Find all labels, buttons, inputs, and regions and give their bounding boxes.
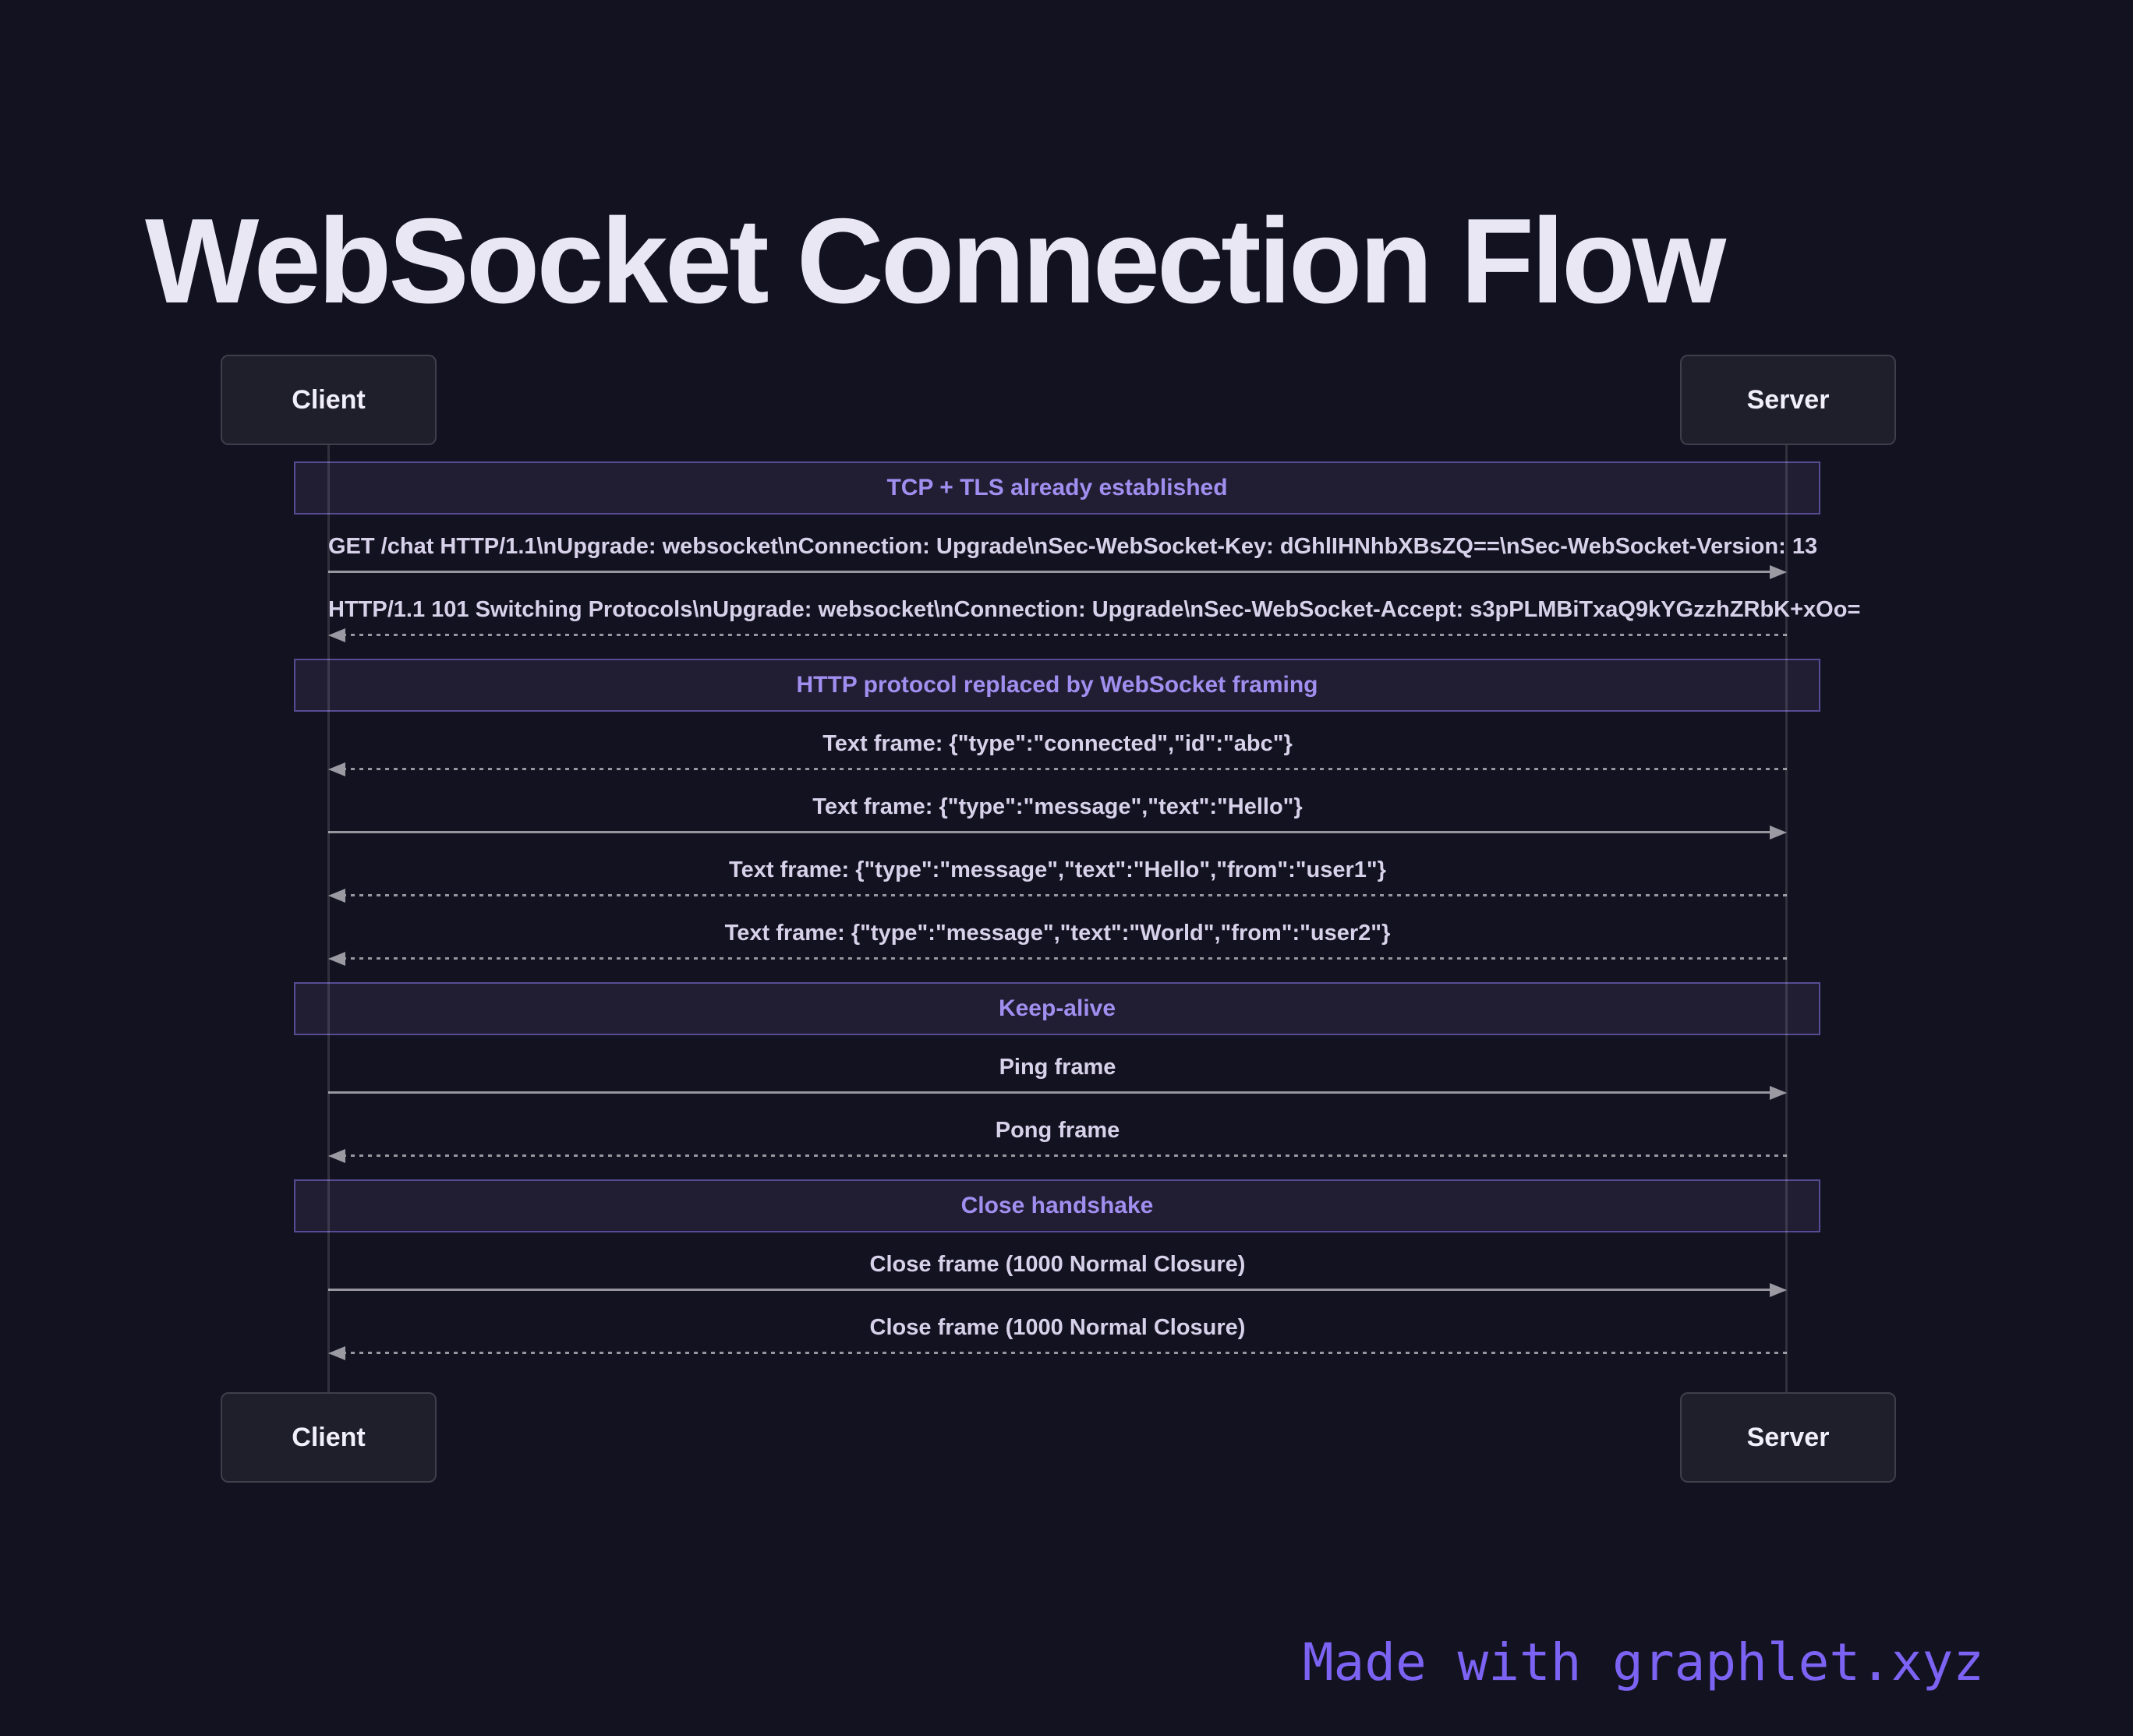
message-label: Text frame: {"type":"message","text":"Wo… <box>724 921 1391 946</box>
message-arrow-left <box>328 762 1787 776</box>
arrowhead-right-icon <box>1770 565 1787 579</box>
arrowhead-right-icon <box>1770 1283 1787 1297</box>
message-row: Text frame: {"type":"message","text":"Wo… <box>221 903 1896 966</box>
actor-client-bottom: Client <box>221 1392 437 1483</box>
message-arrow-right <box>328 1086 1787 1100</box>
message-row: Text frame: {"type":"message","text":"He… <box>221 840 1896 903</box>
section-banner: HTTP protocol replaced by WebSocket fram… <box>294 659 1820 712</box>
arrowhead-left-icon <box>328 628 345 642</box>
arrow-shaft <box>328 571 1773 573</box>
arrow-shaft <box>342 1352 1787 1354</box>
arrowhead-left-icon <box>328 762 345 776</box>
arrowhead-left-icon <box>328 952 345 966</box>
arrow-shaft <box>342 768 1787 770</box>
message-row: HTTP/1.1 101 Switching Protocols\nUpgrad… <box>221 579 1896 642</box>
section-banner: Keep-alive <box>294 982 1820 1035</box>
message-label: Text frame: {"type":"message","text":"He… <box>729 857 1386 882</box>
message-arrow-right <box>328 565 1787 579</box>
arrowhead-right-icon <box>1770 1086 1787 1100</box>
message-label: Ping frame <box>999 1055 1116 1080</box>
arrowhead-right-icon <box>1770 826 1787 840</box>
banner-row: Keep-alive <box>221 982 1896 1035</box>
message-row: Ping frame <box>221 1037 1896 1100</box>
message-row: GET /chat HTTP/1.1\nUpgrade: websocket\n… <box>221 516 1896 579</box>
graphlet-credit-link[interactable]: Made with graphlet.xyz <box>1302 1632 1984 1692</box>
message-arrow-left <box>328 889 1787 903</box>
banner-row: TCP + TLS already established <box>221 461 1896 514</box>
arrow-shaft <box>328 1289 1773 1291</box>
arrow-shaft <box>342 1154 1787 1157</box>
sequence-diagram: Client Server TCP + TLS already establis… <box>221 355 1896 1483</box>
server-lifeline <box>1785 445 1788 1392</box>
message-label: Pong frame <box>995 1118 1120 1143</box>
actor-client-top: Client <box>221 355 437 445</box>
actor-server-bottom: Server <box>1680 1392 1896 1483</box>
arrow-shaft <box>342 894 1787 896</box>
arrow-shaft <box>342 634 1787 636</box>
arrow-shaft <box>328 1091 1773 1094</box>
message-arrow-left <box>328 628 1787 642</box>
actor-row-bottom: Client Server <box>221 1392 1896 1483</box>
message-label: HTTP/1.1 101 Switching Protocols\nUpgrad… <box>328 597 1861 622</box>
section-banner: Close handshake <box>294 1179 1820 1232</box>
message-label: Close frame (1000 Normal Closure) <box>869 1252 1246 1277</box>
arrow-shaft <box>328 831 1773 833</box>
client-lifeline <box>327 445 330 1392</box>
message-label: Close frame (1000 Normal Closure) <box>869 1315 1246 1340</box>
message-label: Text frame: {"type":"message","text":"He… <box>812 794 1303 819</box>
arrow-shaft <box>342 957 1787 960</box>
message-arrow-left <box>328 1149 1787 1163</box>
message-row: Text frame: {"type":"message","text":"He… <box>221 776 1896 840</box>
message-row: Close frame (1000 Normal Closure) <box>221 1234 1896 1297</box>
page-title: WebSocket Connection Flow <box>145 193 1726 328</box>
message-label: Text frame: {"type":"connected","id":"ab… <box>822 731 1293 756</box>
message-label: GET /chat HTTP/1.1\nUpgrade: websocket\n… <box>328 534 1818 559</box>
arrowhead-left-icon <box>328 1149 345 1163</box>
actor-row-top: Client Server <box>221 355 1896 445</box>
arrowhead-left-icon <box>328 889 345 903</box>
message-arrow-left <box>328 952 1787 966</box>
actor-server-top: Server <box>1680 355 1896 445</box>
message-arrow-right <box>328 826 1787 840</box>
section-banner: TCP + TLS already established <box>294 461 1820 514</box>
banner-row: Close handshake <box>221 1179 1896 1232</box>
message-row: Close frame (1000 Normal Closure) <box>221 1297 1896 1360</box>
message-row: Pong frame <box>221 1100 1896 1163</box>
message-row: Text frame: {"type":"connected","id":"ab… <box>221 713 1896 776</box>
banner-row: HTTP protocol replaced by WebSocket fram… <box>221 659 1896 712</box>
message-arrow-left <box>328 1346 1787 1360</box>
arrowhead-left-icon <box>328 1346 345 1360</box>
message-arrow-right <box>328 1283 1787 1297</box>
